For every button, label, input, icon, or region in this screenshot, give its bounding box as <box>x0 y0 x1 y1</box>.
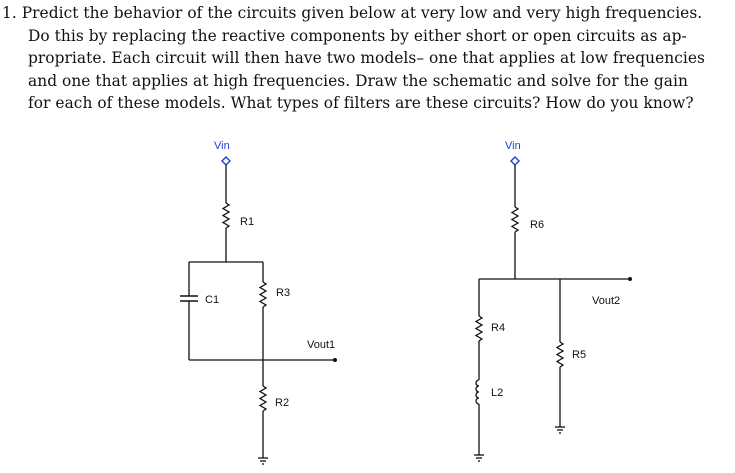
problem-line-2: Do this by replacing the reactive compon… <box>28 26 687 45</box>
circuit2-left-ground-icon <box>474 454 484 462</box>
circuit1-vout-label: Vout1 <box>307 339 335 351</box>
circuit2-r5-resistor-icon <box>555 341 565 368</box>
circuit2-r6-resistor-icon <box>510 206 520 233</box>
circuit1-r2-resistor-icon <box>258 385 268 412</box>
circuit2-r4-resistor-icon <box>474 315 484 342</box>
circuit-2: Vin R6 Vout2 R4 L2 R5 <box>474 140 632 462</box>
circuit2-vout-label: Vout2 <box>592 295 620 307</box>
problem-statement: 1. Predict the behavior of the circuits … <box>2 2 733 115</box>
circuit2-r5-label: R5 <box>572 349 586 361</box>
circuit1-r1-resistor-icon <box>221 202 231 229</box>
circuit1-r2-label: R2 <box>275 397 289 409</box>
circuit2-vout-terminal-icon <box>628 277 632 281</box>
circuit2-r6-label: R6 <box>530 219 544 231</box>
circuit1-r3-label: R3 <box>276 287 290 299</box>
circuit2-l2-inductor-icon <box>475 379 480 405</box>
circuit2-right-ground-icon <box>555 426 565 434</box>
circuit1-vout-terminal-icon <box>333 358 337 362</box>
circuit2-l2-label: L2 <box>491 387 503 399</box>
circuit2-r4-label: R4 <box>491 322 505 334</box>
circuit2-vin-label: Vin <box>505 140 521 152</box>
circuit1-vin-source-icon <box>221 156 231 166</box>
circuit1-r3-resistor-icon <box>258 281 268 308</box>
circuit2-vin-source-icon <box>510 156 520 166</box>
circuit1-vin-label: Vin <box>214 140 230 152</box>
circuit1-c1-label: C1 <box>205 294 219 306</box>
circuit1-ground-icon <box>258 457 268 465</box>
problem-line-4: and one that applies at high frequencies… <box>28 71 688 90</box>
circuit-1: Vin R1 C1 R3 Vout1 R2 <box>180 140 337 465</box>
circuit1-r1-label: R1 <box>240 216 254 228</box>
problem-line-3: propriate. Each circuit will then have t… <box>28 49 705 68</box>
problem-line-5: for each of these models. What types of … <box>28 94 694 113</box>
problem-line-1: 1. Predict the behavior of the circuits … <box>2 4 703 22</box>
